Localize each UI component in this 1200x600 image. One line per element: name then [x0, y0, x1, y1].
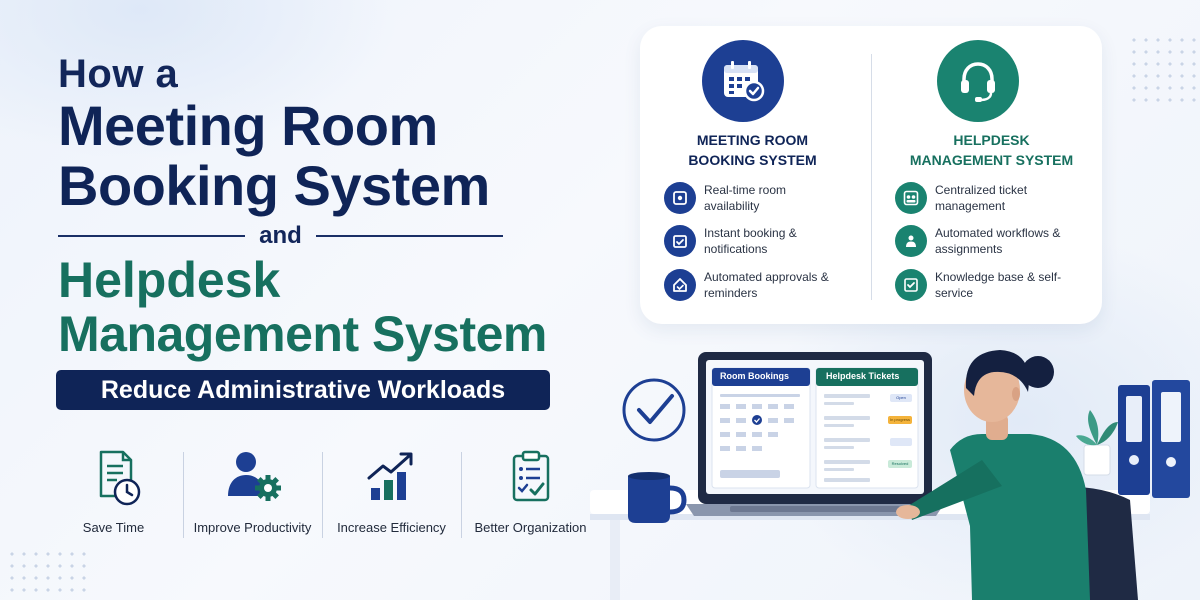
title-line: BOOKING SYSTEM [688, 152, 817, 168]
benefit-label: Increase Efficiency [337, 520, 446, 535]
room-icon [664, 182, 696, 214]
helpdesk-title: HELPDESK MANAGEMENT SYSTEM [876, 130, 1107, 170]
decorative-dots [1128, 34, 1198, 104]
feature-item: Automated workflows & assignments [895, 225, 1075, 257]
approval-icon [664, 269, 696, 301]
title-line: MEETING ROOM [696, 132, 809, 148]
benefit-better-organization: Better Organization [461, 448, 600, 544]
headline-connector: and [259, 222, 302, 249]
meeting-room-column: MEETING ROOM BOOKING SYSTEM Real-time ro… [640, 26, 871, 324]
feature-text: Centralized ticket management [935, 183, 1028, 213]
title-line: MANAGEMENT SYSTEM [909, 152, 1074, 168]
laptop [686, 352, 944, 516]
feature-item: Centralized ticket management [895, 182, 1075, 214]
headline-line-3: Booking System [58, 154, 490, 217]
feature-text: Automated approvals & reminders [704, 270, 829, 300]
booking-check-icon [664, 225, 696, 257]
growth-chart-icon [367, 452, 412, 500]
feature-text: Instant booking & notifications [704, 226, 797, 256]
laptop-panel-helpdesk-tickets: Helpdesk Tickets [826, 371, 900, 381]
workflow-icon [895, 225, 927, 257]
person-illustration [896, 350, 1138, 600]
user-gear-icon [227, 452, 281, 501]
tagline-banner: Reduce Administrative Workloads [56, 370, 550, 410]
divider-line [315, 235, 504, 237]
workspace-illustration [590, 350, 1190, 600]
card-divider [871, 54, 872, 300]
feature-item: Knowledge base & self-service [895, 269, 1075, 301]
feature-text: Knowledge base & self-service [935, 270, 1062, 300]
feature-item: Real-time room availability [664, 182, 844, 214]
benefit-improve-productivity: Improve Productivity [183, 448, 322, 544]
headline-line-2: Meeting Room [58, 94, 438, 157]
knowledge-base-icon [895, 269, 927, 301]
headline-line-1: How a [58, 52, 179, 96]
plant [1076, 410, 1118, 476]
feature-comparison-card: MEETING ROOM BOOKING SYSTEM Real-time ro… [640, 26, 1102, 324]
benefit-label: Save Time [82, 520, 145, 535]
benefit-save-time: Save Time [44, 448, 183, 544]
feature-text: Automated workflows & assignments [935, 226, 1061, 256]
ticket-tag: Resolved [891, 461, 909, 466]
clipboard-checklist-icon [512, 450, 549, 502]
feature-item: Instant booking & notifications [664, 225, 844, 257]
ticket-tag: In progress [889, 417, 910, 422]
headline-line-4: Helpdesk [58, 252, 281, 308]
ticket-tag: Open [896, 395, 906, 400]
feature-item: Automated approvals & reminders [664, 269, 844, 301]
laptop-panel-room-bookings: Room Bookings [720, 371, 789, 381]
headline-connector-row: and [58, 222, 504, 250]
team-icon [895, 182, 927, 214]
decorative-dots [6, 548, 86, 598]
binders [1118, 380, 1190, 498]
coffee-mug [628, 472, 687, 523]
benefit-increase-efficiency: Increase Efficiency [322, 448, 461, 544]
headline-line-5: Management System [58, 306, 547, 362]
benefits-row: Save Time [44, 448, 600, 544]
benefit-label: Better Organization [474, 520, 587, 535]
meeting-room-title: MEETING ROOM BOOKING SYSTEM [637, 130, 868, 170]
title-line: HELPDESK [953, 132, 1030, 148]
helpdesk-column: HELPDESK MANAGEMENT SYSTEM Centralized t… [871, 26, 1102, 324]
headset-icon [937, 40, 1019, 122]
divider-line [58, 235, 246, 237]
document-clock-icon [99, 450, 140, 506]
checkmark-circle-icon [622, 378, 686, 442]
calendar-check-icon [702, 40, 784, 122]
benefit-label: Improve Productivity [193, 520, 312, 535]
feature-text: Real-time room availability [704, 183, 787, 213]
